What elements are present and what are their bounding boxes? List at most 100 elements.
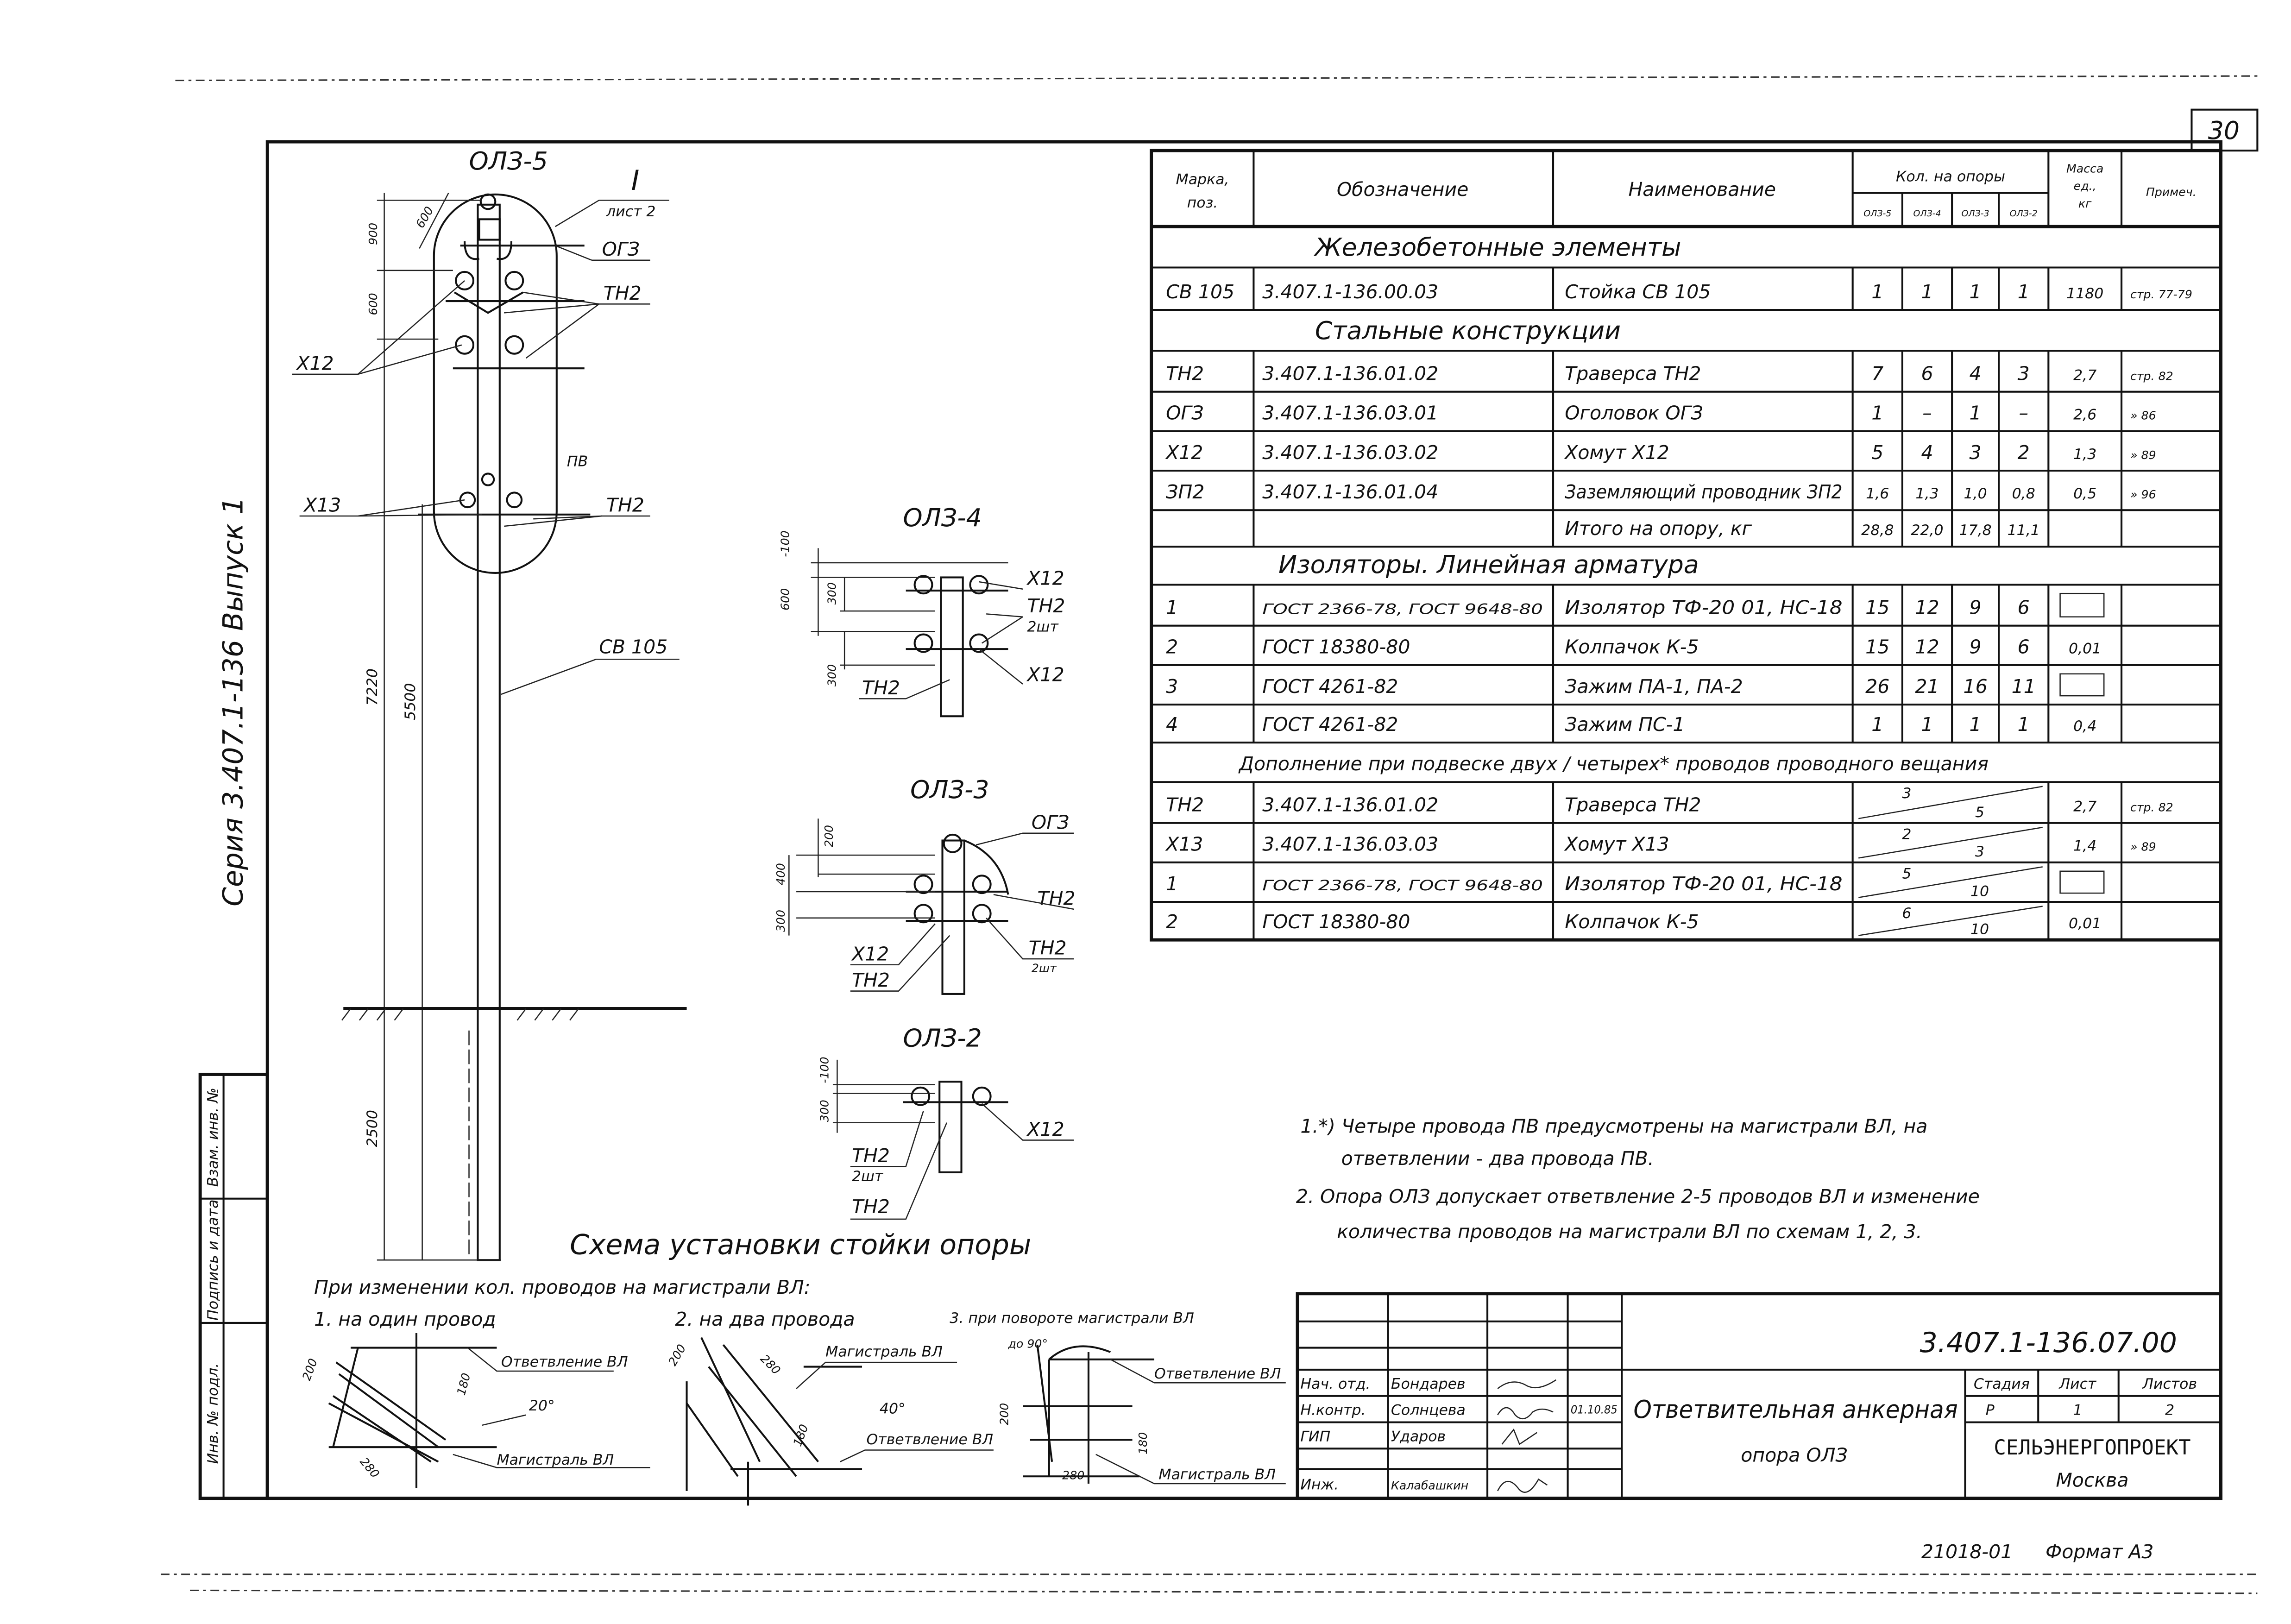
stage-label: Стадия	[1974, 1376, 2030, 1392]
cell-designation: 3.407.1-136.01.02	[1262, 362, 1438, 384]
cell-mark: ТН2	[1166, 362, 1204, 384]
cell-qty: 7	[1871, 362, 1883, 384]
cell-qty: 1	[1970, 402, 1982, 424]
qty-denominator: 10	[1970, 883, 1989, 900]
dim-900: 900	[366, 223, 380, 245]
fraction-line	[1858, 786, 2043, 819]
cell-name: Хомут Х13	[1564, 833, 1669, 856]
label: Х12	[1026, 567, 1064, 589]
person-name: Бондарев	[1391, 1376, 1466, 1392]
cell-note: » 89	[2130, 448, 2156, 462]
pole-shaft	[477, 203, 501, 1261]
cell-name: Итого на опору, кг	[1565, 517, 1752, 540]
case3-lines	[1023, 1344, 1154, 1484]
insulator-icons	[906, 833, 1009, 924]
sheet-value: 1	[2073, 1402, 2082, 1419]
cell-qty: 12	[1915, 596, 1939, 618]
pole-4-drawing: ОЛЗ-4 -100 600 300 300 Х12 ТН2 2шт Х12 Т…	[778, 503, 1065, 718]
note-line: ответвлении - два провода ПВ.	[1341, 1147, 1654, 1170]
cell-designation: 3.407.1-136.03.02	[1262, 441, 1438, 464]
case2-title: 2. на два провода	[675, 1308, 855, 1330]
dim-lines	[811, 548, 1008, 670]
person-name: Солнцева	[1391, 1402, 1466, 1419]
case2-lines	[686, 1337, 862, 1506]
cell-mark: 2	[1166, 911, 1178, 933]
label-ogz: ОГЗ	[602, 238, 640, 260]
note-line: количества проводов на магистрали ВЛ по …	[1337, 1221, 1922, 1243]
cell-qty: –	[2019, 402, 2028, 424]
cell-qty: 5	[1871, 441, 1883, 464]
cell-qty: 2	[2018, 441, 2030, 464]
main-label: Магистраль ВЛ	[825, 1343, 943, 1360]
cell-qty: 9	[1970, 596, 1982, 618]
leader	[299, 499, 482, 517]
dim: 200	[300, 1357, 320, 1382]
cell-designation: ГОСТ 2366-78, ГОСТ 9648-80	[1262, 877, 1543, 894]
cell-designation: ГОСТ 4261-82	[1262, 713, 1398, 736]
cell-designation: ГОСТ 18380-80	[1262, 636, 1410, 658]
cell-designation: ГОСТ 18380-80	[1262, 911, 1410, 933]
fraction-line	[1858, 906, 2043, 936]
cell-mark: 1	[1166, 596, 1178, 618]
cell-note: » 96	[2130, 488, 2156, 501]
cell-name: Траверса ТН2	[1565, 793, 1701, 816]
role: Инж.	[1300, 1477, 1339, 1493]
cell-mass: 1,3	[2073, 446, 2096, 463]
scheme-subtitle: При изменении кол. проводов на магистрал…	[314, 1276, 810, 1298]
dim: -100	[818, 1057, 831, 1083]
case2-diagram: 200 280 180 40° Магистраль ВЛ Ответвлени…	[666, 1337, 994, 1506]
header-mark: Марка,	[1176, 171, 1229, 188]
label-pv: ПВ	[567, 453, 588, 470]
note-line: 1.*) Четыре провода ПВ предусмотрены на …	[1300, 1115, 1927, 1138]
paper-format: Формат А3	[2046, 1541, 2153, 1563]
dim: -100	[778, 530, 792, 557]
label: ТН2	[852, 1196, 890, 1218]
cell-designation: ГОСТ 2366-78, ГОСТ 9648-80	[1262, 601, 1543, 617]
header-mass: кг	[2078, 197, 2092, 210]
pole-4-title: ОЛЗ-4	[903, 503, 982, 532]
cell-qty: 15	[1865, 636, 1889, 658]
cell-qty: 1	[1921, 281, 1933, 303]
label-tn2-low: ТН2	[606, 494, 644, 516]
cell-qty: –	[1922, 402, 1932, 424]
leader	[859, 581, 1023, 699]
dim-2500: 2500	[364, 1110, 381, 1147]
cell-mass: 0,01	[2069, 641, 2101, 657]
section-heading: Изоляторы. Линейная арматура	[1278, 550, 1699, 579]
label: 2шт	[1032, 962, 1057, 975]
organization: СЕЛЬЭНЕРГОПРОЕКТ	[1994, 1436, 2190, 1460]
cell-note: стр. 77-79	[2130, 288, 2192, 301]
main-pole-title: ОЛЗ-5	[469, 146, 548, 176]
label: ТН2	[852, 1145, 890, 1167]
angle: 20°	[529, 1397, 555, 1414]
main-pole-drawing: ОЛЗ-5 900 600 600 7220 5500 2500 I	[292, 146, 687, 1261]
qty-denominator: 3	[1975, 843, 1984, 860]
label: ТН2	[1029, 937, 1067, 959]
dim: 180	[791, 1423, 811, 1448]
cell-mark: 2	[1166, 636, 1178, 658]
leader	[453, 1347, 650, 1468]
cell-qty: 4	[1921, 441, 1933, 464]
label: Х12	[1026, 664, 1064, 686]
archive-code: 21018-01	[1921, 1541, 2013, 1563]
cell-designation: 3.407.1-136.00.03	[1262, 281, 1438, 303]
leader	[555, 245, 592, 261]
cell-mark: Х13	[1165, 833, 1203, 856]
cell-qty: 17,8	[1959, 522, 1991, 539]
drawing-title-line2: опора ОЛЗ	[1741, 1444, 1847, 1467]
dim: 200	[666, 1342, 688, 1368]
section-heading: Железобетонные элементы	[1314, 233, 1681, 262]
city: Москва	[2056, 1469, 2128, 1491]
cell-note: » 86	[2130, 409, 2156, 422]
dim: 300	[825, 582, 838, 604]
header-mass: ед.,	[2074, 179, 2096, 193]
label-tn2-top: ТН2	[604, 282, 642, 304]
dim-lines	[788, 818, 935, 936]
dim: 300	[818, 1100, 831, 1122]
drawing-title-line1: Ответвительная анкерная	[1634, 1395, 1958, 1424]
dim-diag	[419, 192, 449, 249]
cell-qty: 4	[1970, 362, 1982, 384]
cell-qty: 26	[1865, 675, 1889, 698]
qty-numerator: 2	[1902, 826, 1911, 843]
sheet-number-box	[2190, 108, 2259, 152]
